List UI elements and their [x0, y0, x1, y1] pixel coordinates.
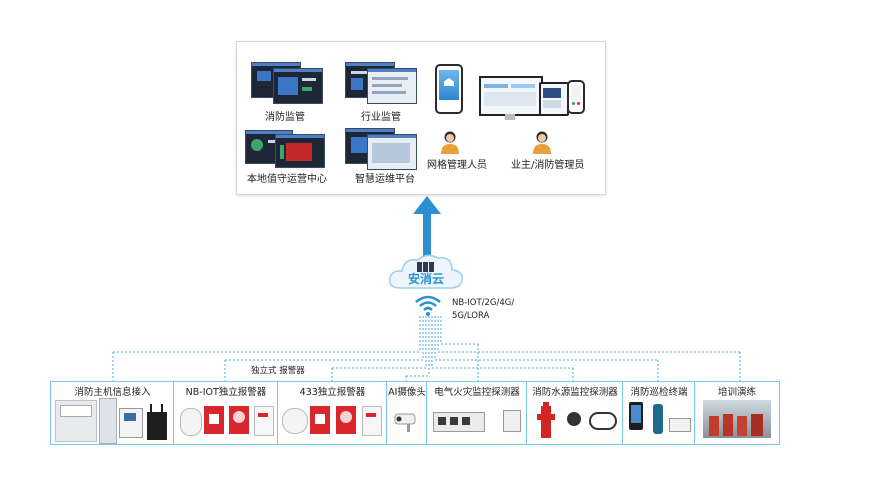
electrical-monitor-module-icon [433, 412, 485, 432]
module-label-local-ops-center: 本地值守运营中心 [247, 174, 327, 185]
module-label-smart-ops-platform: 智慧运维平台 [355, 174, 415, 185]
device-title-433-alarm: 433独立报警器 [299, 387, 366, 398]
nbiot-smoke-detector-icon [180, 408, 202, 436]
device-box-water-source: 消防水源监控探测器 [526, 381, 624, 445]
device-box-433-alarm: 433独立报警器 [277, 381, 388, 445]
patrol-phone-icon [629, 402, 643, 430]
device-title-water-source: 消防水源监控探测器 [532, 387, 618, 398]
training-drill-photo [703, 400, 771, 438]
device-title-patrol-terminal: 消防巡检终端 [630, 387, 688, 398]
pressure-gauge-icon [567, 412, 581, 426]
role-label-grid-manager: 网格管理人员 [427, 160, 487, 171]
gateway-device-icon [147, 404, 167, 440]
nbiot-manual-alarm-icon [204, 406, 224, 434]
device-title-ai-camera: AI摄像头 [388, 387, 426, 398]
fire-host-cabinet-icon [55, 400, 97, 442]
fire-hydrant-icon [537, 402, 555, 438]
nbiot-gas-detector-icon [254, 406, 274, 436]
owner-manager-person-icon [531, 130, 553, 154]
device-box-patrol-terminal: 消防巡检终端 [622, 381, 696, 445]
patrol-tag-icon [669, 418, 691, 432]
module-label-fire-supervision: 消防监管 [265, 112, 305, 123]
nbiot-sound-light-alarm-icon [229, 406, 249, 434]
fire-host-tower-icon [99, 398, 117, 444]
device-box-training-drill: 培训演练 [694, 381, 780, 445]
433-gas-detector-icon [362, 406, 382, 436]
ai-camera-icon [394, 413, 416, 432]
smart-ops-platform-screens-icon [345, 128, 423, 170]
cloud-label: 安消云 [407, 272, 444, 286]
role-label-owner-manager: 业主/消防管理员 [511, 160, 585, 171]
device-box-electrical-fire: 电气火灾监控探测器 [426, 381, 528, 445]
upload-arrow-icon [413, 196, 441, 256]
device-box-ai-camera: AI摄像头 [386, 381, 428, 445]
smartphone-icon [567, 80, 585, 114]
device-title-electrical-fire: 电气火灾监控探测器 [434, 387, 520, 398]
level-sensor-icon [589, 412, 617, 430]
network-protocols-line1: NB-IOT/2G/4G/ [452, 298, 515, 308]
433-smoke-detector-icon [282, 408, 308, 434]
wifi-icon [415, 295, 441, 316]
local-ops-center-screens-icon [245, 130, 329, 170]
433-sound-light-alarm-icon [336, 406, 356, 434]
device-title-fire-host: 消防主机信息接入 [74, 387, 151, 398]
433-manual-alarm-icon [310, 406, 330, 434]
patrol-scanner-icon [653, 404, 663, 434]
network-protocols-label: NB-IOT/2G/4G/ 5G/LORA [452, 297, 514, 323]
standalone-alarm-side-label: 独立式 报警器 [251, 366, 305, 376]
module-label-industry-supervision: 行业监管 [361, 112, 401, 123]
device-box-fire-host: 消防主机信息接入 [50, 381, 175, 445]
info-transmitter-icon [119, 408, 143, 438]
device-box-nbiot-alarm: NB-IOT独立报警器 [173, 381, 279, 445]
device-title-nbiot-alarm: NB-IOT独立报警器 [185, 387, 267, 398]
cloud-icon [388, 254, 464, 289]
device-title-training-drill: 培训演练 [717, 387, 756, 398]
desktop-monitor-icon [479, 76, 543, 120]
platform-panel: 消防监管 行业监管 本地值守运营中心 智慧运维平台 网格管理人员 [236, 41, 606, 195]
mobile-app-phone-icon [435, 64, 463, 114]
industry-supervision-screens-icon [345, 62, 423, 108]
network-protocols-line2: 5G/LORA [452, 311, 490, 321]
electrical-sensor-icon [503, 410, 521, 432]
fire-supervision-screens-icon [251, 62, 329, 108]
grid-manager-person-icon [439, 130, 461, 154]
